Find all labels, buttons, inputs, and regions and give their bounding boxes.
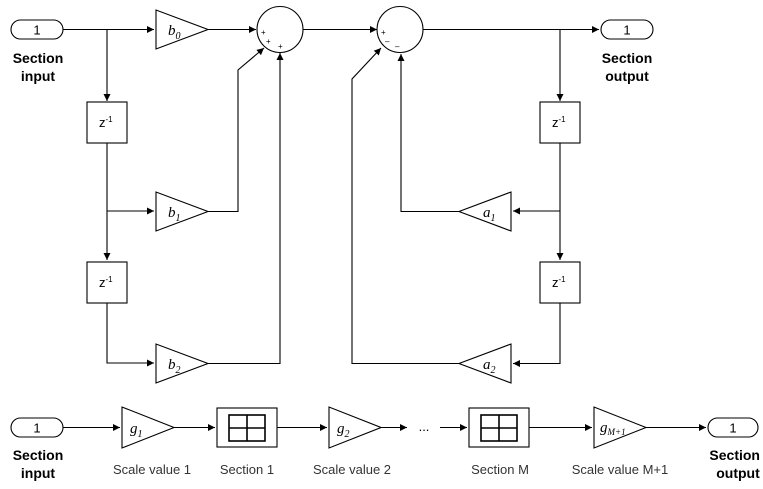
gain-g2[interactable]: g2	[328, 406, 383, 449]
gain-g1[interactable]: g1	[121, 406, 176, 449]
svg-text:1: 1	[33, 23, 40, 38]
wire-delay4-a2	[513, 303, 561, 367]
svg-text:b0: b0	[168, 23, 181, 42]
svg-text:z-1: z-1	[99, 115, 113, 130]
sum-block-2[interactable]: + – –	[376, 5, 424, 54]
gain-a2[interactable]: a2	[457, 343, 512, 384]
svg-text:–: –	[385, 37, 390, 46]
svg-text:a1: a1	[483, 205, 496, 224]
caption-section-m: Section M	[471, 462, 529, 477]
cascade-input-label: Section	[13, 447, 64, 463]
caption-section-1: Section 1	[220, 462, 274, 477]
svg-text:z-1: z-1	[552, 115, 566, 130]
svg-text:1: 1	[623, 23, 630, 38]
svg-text:z-1: z-1	[99, 275, 113, 290]
svg-text:+: +	[266, 37, 271, 46]
section-output-port[interactable]: 1	[600, 19, 654, 40]
svg-text:+: +	[261, 28, 266, 37]
section-input-label-line2: input	[21, 68, 56, 84]
wire-delay2-b2	[106, 303, 154, 367]
bottom-cascade-diagram: 1 Section input g1 Scale value 1 Section…	[10, 406, 760, 481]
wire-b1-sum1	[208, 47, 265, 213]
cascade-input-port[interactable]: 1	[10, 417, 64, 438]
caption-scale-value-m-plus-1: Scale value M+1	[572, 462, 668, 477]
gain-b2[interactable]: b2	[155, 343, 210, 384]
section-output-label-line2: output	[605, 68, 649, 84]
caption-scale-value-1: Scale value 1	[113, 462, 191, 477]
svg-text:–: –	[395, 42, 400, 51]
svg-text:g2: g2	[337, 421, 350, 440]
sum-block-1[interactable]: + + +	[256, 5, 304, 54]
svg-text:+: +	[381, 28, 386, 37]
svg-text:+: +	[278, 42, 283, 51]
wire-a1-sum2	[397, 54, 459, 213]
section-input-port[interactable]: 1	[10, 19, 64, 40]
svg-text:g1: g1	[130, 421, 143, 440]
section-output-label: Section	[602, 50, 653, 66]
svg-text:1: 1	[33, 421, 40, 436]
section-1-block[interactable]	[216, 407, 278, 448]
svg-text:b2: b2	[168, 357, 181, 376]
top-filter-diagram: 1 Section input b0 + + + z-1	[10, 5, 654, 384]
svg-text:z-1: z-1	[552, 275, 566, 290]
caption-scale-value-2: Scale value 2	[313, 462, 391, 477]
svg-text:a2: a2	[483, 357, 496, 376]
section-input-label: Section	[13, 50, 64, 66]
delay-block-3[interactable]: z-1	[539, 101, 581, 144]
gain-a1[interactable]: a1	[457, 191, 512, 232]
wire-a2-sum2	[351, 47, 459, 365]
delay-block-1[interactable]: z-1	[86, 101, 128, 144]
delay-block-4[interactable]: z-1	[539, 261, 581, 304]
svg-text:1: 1	[729, 421, 736, 436]
section-m-block[interactable]	[468, 407, 530, 448]
gain-b1[interactable]: b1	[155, 191, 210, 232]
cascade-output-label: Section	[709, 447, 760, 463]
svg-text:b1: b1	[168, 205, 181, 224]
delay-block-2[interactable]: z-1	[86, 261, 128, 304]
svg-text:gM+1: gM+1	[600, 420, 626, 437]
cascade-output-label-line2: output	[716, 465, 760, 481]
cascade-input-label-line2: input	[21, 465, 56, 481]
gain-gM-plus-1[interactable]: gM+1	[593, 406, 648, 449]
cascade-output-port[interactable]: 1	[707, 417, 759, 438]
wire-b2-sum1	[208, 53, 284, 365]
ellipsis: ...	[419, 419, 430, 434]
gain-b0[interactable]: b0	[155, 9, 210, 50]
